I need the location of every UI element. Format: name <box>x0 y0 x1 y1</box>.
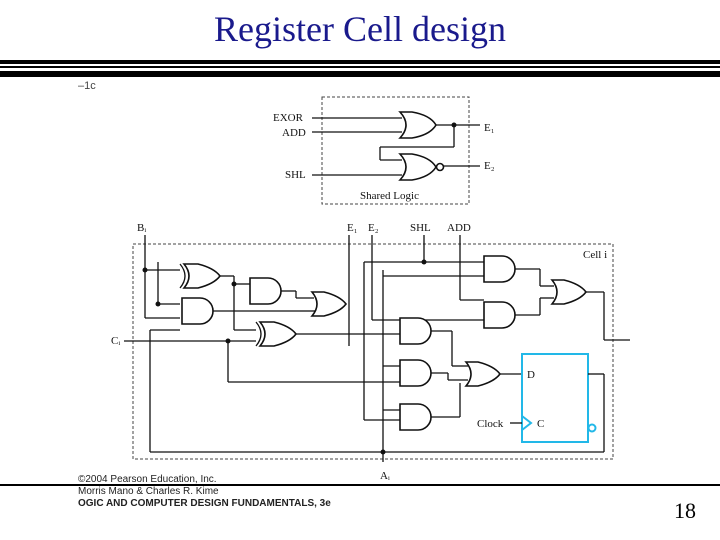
and-gate-3 <box>483 255 516 283</box>
or-gate-carry <box>310 291 348 317</box>
xor-gate-2 <box>258 321 298 347</box>
cell-label: Cell i <box>583 249 607 261</box>
ff-c-label: C <box>537 418 544 430</box>
and-gate-6 <box>399 359 432 387</box>
shared-logic-label: Shared Logic <box>360 190 419 202</box>
figure-tag: –1c <box>78 80 96 92</box>
xor-gate-1 <box>182 263 222 289</box>
footer-rule <box>0 484 720 486</box>
title-rule-bottom <box>0 71 720 77</box>
page-number: 18 <box>674 498 696 523</box>
or-gate-right <box>550 279 588 305</box>
input-shl-label: SHL <box>285 169 306 181</box>
input-shl2-label: SHL <box>410 222 431 234</box>
credit-line-3: OGIC AND COMPUTER DESIGN FUNDAMENTALS, 3… <box>78 498 331 509</box>
credit-line-1: ©2004 Pearson Education, Inc. <box>78 474 217 485</box>
input-e2-label: E₂ <box>368 222 379 234</box>
d-flipflop <box>521 353 589 443</box>
cell-box <box>132 243 614 460</box>
slide-title: Register Cell design <box>214 9 506 49</box>
and-gate-2 <box>249 277 282 305</box>
or-gate-e1 <box>398 111 437 139</box>
nor-gate-e2 <box>398 153 437 181</box>
title-rule-top <box>0 60 720 64</box>
ff-d-label: D <box>527 369 535 381</box>
input-exor-label: EXOR <box>273 112 304 124</box>
shared-logic-box <box>321 96 470 205</box>
and-gate-5 <box>399 317 432 345</box>
and-gate-7 <box>399 403 432 431</box>
input-add2-label: ADD <box>447 222 471 234</box>
or-gate-d <box>464 361 502 387</box>
input-b-label: Bᵢ <box>137 222 146 234</box>
and-gate-1 <box>181 297 214 325</box>
input-a-label: Aᵢ <box>380 470 390 482</box>
title-rule-middle <box>0 66 720 68</box>
input-add-label: ADD <box>282 127 306 139</box>
input-c-label: Cᵢ <box>111 335 120 347</box>
and-gate-4 <box>483 301 516 329</box>
input-e1-label: E₁ <box>347 222 358 234</box>
clock-label: Clock <box>477 418 504 430</box>
credit-line-2: Morris Mano & Charles R. Kime <box>78 486 219 497</box>
output-e2-label: E₂ <box>484 160 495 172</box>
output-e1-label: E₁ <box>484 122 495 134</box>
